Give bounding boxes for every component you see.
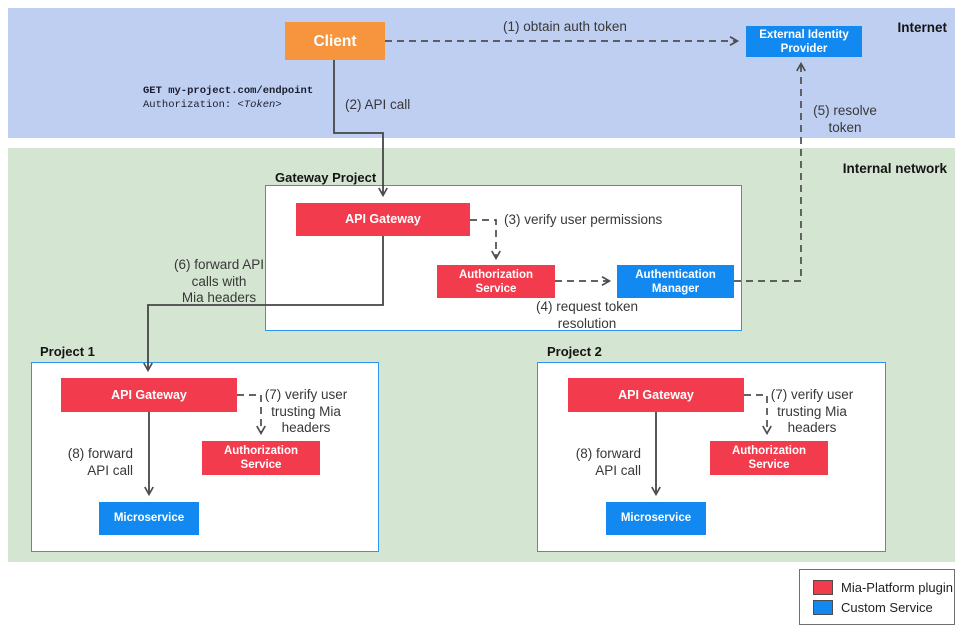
node-authentication-manager: Authentication Manager <box>617 265 734 298</box>
request-example: GET my-project.com/endpoint Authorizatio… <box>143 85 313 112</box>
legend-label: Mia-Platform plugin <box>841 579 953 595</box>
node-p1-microservice: Microservice <box>99 502 199 535</box>
annotation-1-obtain-auth-token: (1) obtain auth token <box>503 19 627 34</box>
legend: Mia-Platform plugin Custom Service <box>799 569 955 625</box>
annotation-7-p2-verify-user: (7) verify user trusting Mia headers <box>770 387 854 435</box>
annotation-6-forward-api-calls: (6) forward API calls with Mia headers <box>173 257 265 305</box>
annotation-8-p1-forward-api-call: (8) forward API call <box>67 446 133 478</box>
blue-swatch-icon <box>813 599 833 615</box>
red-swatch-icon <box>813 579 833 595</box>
annotation-8-p2-forward-api-call: (8) forward API call <box>575 446 641 478</box>
node-client: Client <box>285 22 385 60</box>
annotation-4-request-token-resolution: (4) request token resolution <box>535 299 639 331</box>
annotation-5-resolve-token: (5) resolve token <box>813 103 877 135</box>
internet-zone-label: Internet <box>897 20 947 35</box>
node-p2-microservice: Microservice <box>606 502 706 535</box>
authorization-header-line: Authorization: <Token> <box>143 98 282 111</box>
legend-item-mia-platform-plugin: Mia-Platform plugin <box>813 579 954 595</box>
gateway-project-label: Gateway Project <box>275 170 377 185</box>
node-external-identity-provider: External Identity Provider <box>746 26 862 57</box>
request-line: GET my-project.com/endpoint <box>143 85 314 97</box>
project1-label: Project 1 <box>40 344 95 359</box>
annotation-2-api-call: (2) API call <box>345 97 411 112</box>
node-p1-authorization-service: Authorization Service <box>202 441 320 475</box>
annotation-3-verify-user-permissions: (3) verify user permissions <box>504 212 663 227</box>
node-gw-api-gateway: API Gateway <box>296 203 470 236</box>
token-placeholder: <Token> <box>237 98 282 111</box>
internal-network-zone-label: Internal network <box>842 161 947 176</box>
annotation-7-p1-verify-user: (7) verify user trusting Mia headers <box>264 387 348 435</box>
legend-item-custom-service: Custom Service <box>813 599 954 615</box>
legend-label: Custom Service <box>841 599 933 615</box>
node-p1-api-gateway: API Gateway <box>61 378 237 412</box>
project2-label: Project 2 <box>547 344 602 359</box>
node-gw-authorization-service: Authorization Service <box>437 265 555 298</box>
node-p2-authorization-service: Authorization Service <box>710 441 828 475</box>
node-p2-api-gateway: API Gateway <box>568 378 744 412</box>
